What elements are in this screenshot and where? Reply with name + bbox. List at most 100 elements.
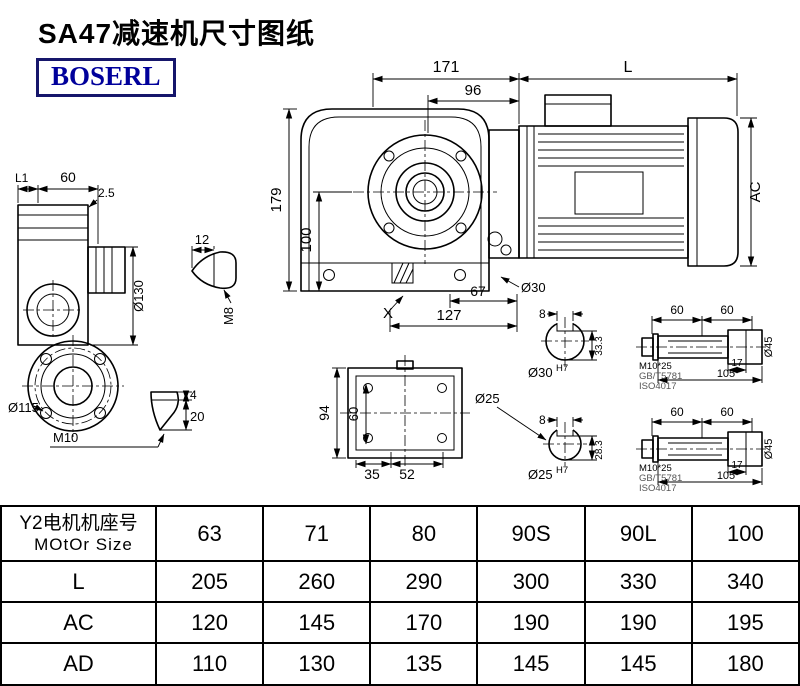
dim-33-3: 33.3 [594,336,605,356]
flange-bolt-hole [383,150,395,162]
flange-outer-circle [367,134,483,250]
shaft-bore-hatch [391,262,414,284]
motor-size-value: 63 [154,505,265,562]
dim-17: 17 [731,358,743,369]
motor-size-value: 80 [369,505,479,562]
dim-value: 190 [583,601,693,644]
motor-side-view [518,94,739,267]
boserl-logo: BOSERL [36,58,176,97]
dim-179: 179 [268,187,285,212]
dim-60a: 60 [670,303,684,317]
dim-value: 260 [262,560,372,603]
terminal-box [544,94,612,127]
dimensions-front: 179 100 67 127 X Ø30 AC [268,108,764,332]
dim-keyway-8: 8 [539,413,546,427]
key-shape [150,391,179,431]
dim-value: 340 [690,560,800,603]
dim-28-3: 28.3 [594,440,605,460]
flange-bolt-hole [455,150,467,162]
motor-size-value: 90S [476,505,586,562]
dim-value: 145 [583,642,693,686]
dim-171: 171 [433,59,460,76]
dim-AC: AC [747,181,764,202]
standard-gb-label: GB/T5781 [639,371,682,382]
bore-callout-30: Ø30 [521,280,546,295]
dim-60-side: 60 [60,169,76,185]
flange-bolt-hole [455,222,467,234]
bore-label-30: Ø30 [528,365,553,380]
fit-label-h7: H7 [556,465,568,476]
bore-label-25: Ø25 [528,467,553,482]
dim-d130: Ø130 [131,280,146,312]
dimension-table: Y2电机机座号 MOtOr Size 63 71 80 90S 90L 100 … [0,505,800,686]
shaft-section-25: 8 28.3 Ø25 H7 Ø25 [475,391,605,482]
dim-94: 94 [316,405,332,421]
side-view: L1 60 2.5 Ø130 [15,169,146,346]
dim-105: 105 [717,368,735,380]
table-row-L: L 205 260 290 300 330 340 [0,560,800,603]
front-view [300,108,520,292]
row-label: AD [0,642,157,686]
dimensions-top: 171 L 96 [372,59,738,133]
dim-35: 35 [364,466,380,482]
dim-value: 130 [262,642,372,686]
dim-60-bottom: 60 [346,407,361,421]
shaft-end-view-lower [636,405,775,494]
dim-52: 52 [399,466,415,482]
dim-keyway-8: 8 [539,307,546,321]
shaft-section-30: 8 33.3 Ø30 H7 [528,307,605,380]
dim-20: 20 [190,409,204,424]
motor-size-value: 100 [690,505,800,562]
dim-value: 145 [476,642,586,686]
shaft-shoulder [727,329,763,365]
dim-value: 120 [154,601,265,644]
dim-value: 135 [369,642,479,686]
dim-value: 205 [154,560,265,603]
dim-value: 170 [369,601,479,644]
standard-iso-label: ISO4017 [639,381,677,392]
logo-text: BOSERL [51,61,161,91]
table-row-motor-size: Y2电机机座号 MOtOr Size 63 71 80 90S 90L 100 [0,505,800,562]
motor-size-header: Y2电机机座号 MOtOr Size [0,505,157,562]
gearbox-housing-outline [300,108,490,292]
dim-2-5: 2.5 [98,186,115,200]
key-detail-top: 12 M8 [191,232,237,325]
dim-60b: 60 [720,303,734,317]
dim-L: L [624,59,633,76]
dim-value: 190 [476,601,586,644]
flange-bolt-hole [94,407,106,419]
table-row-AD: AD 110 130 135 145 145 180 [0,642,800,686]
flange-bolt-hole [40,353,52,365]
row-label: L [0,560,157,603]
dim-value: 180 [690,642,800,686]
motor-size-label-cn: Y2电机机座号 [19,512,138,534]
dim-127: 127 [436,307,461,324]
table-row-AC: AC 120 145 170 190 190 195 [0,601,800,644]
motor-size-value: 71 [262,505,372,562]
flange-bolt-hole [40,407,52,419]
dim-value: 290 [369,560,479,603]
dim-67: 67 [470,283,486,299]
row-label: AC [0,601,157,644]
page-title: SA47减速机尺寸图纸 [38,18,316,49]
dim-value: 145 [262,601,372,644]
flange-face-view: Ø115 M10 [8,335,165,448]
fit-label-h7: H7 [556,363,568,374]
dim-12: 12 [195,232,209,247]
dim-value: 300 [476,560,586,603]
key-detail-bottom: 4 20 [150,388,204,431]
dim-value: 110 [154,642,265,686]
dim-100: 100 [298,227,315,252]
dim-value: 195 [690,601,800,644]
dim-L1: L1 [15,171,29,185]
motor-size-value: 90L [583,505,693,562]
shaft-end-view: 60 60 17 105 Ø45 M10*25 GB/T5781 ISO4017 [636,303,775,392]
dim-d45: Ø45 [763,337,775,358]
dim-96: 96 [465,82,482,99]
motor-nameplate [574,171,644,215]
thread-label-m8: M8 [221,307,236,325]
dim-value: 330 [583,560,693,603]
motor-size-label-en: MOtOr Size [34,535,133,555]
flange-bolt-hole [383,222,395,234]
